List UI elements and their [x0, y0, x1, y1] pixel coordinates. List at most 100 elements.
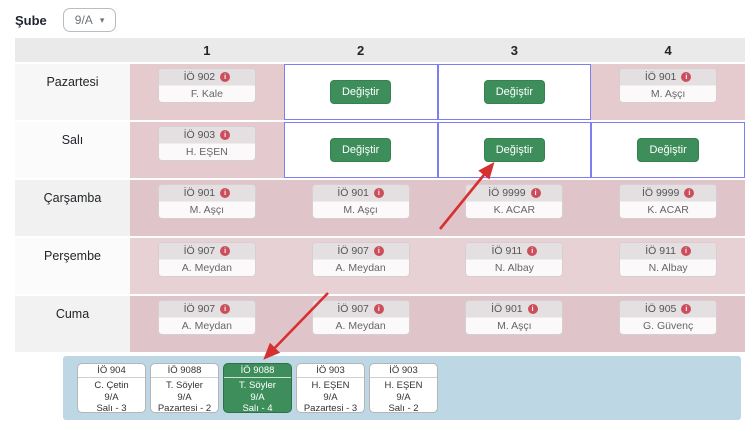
- lesson-code: İÖ 901: [337, 187, 369, 199]
- lesson-teacher: M. Aşçı: [497, 320, 532, 332]
- pool-card-teacher: H. EŞEN: [311, 380, 350, 391]
- info-icon[interactable]: i: [373, 188, 384, 198]
- sube-label: Şube: [15, 12, 47, 28]
- day-label: Perşembe: [15, 236, 130, 294]
- timetable-cell: İÖ 901 i M. Aşçı: [130, 178, 284, 236]
- lesson-card[interactable]: İÖ 901 i M. Aşçı: [157, 184, 256, 219]
- lesson-code: İÖ 9999: [488, 187, 526, 199]
- pool-card-slot: Salı - 3: [96, 403, 127, 413]
- pool-card-class: 9/A: [104, 391, 119, 403]
- info-icon[interactable]: i: [527, 246, 538, 256]
- info-icon[interactable]: i: [527, 304, 538, 314]
- lesson-card[interactable]: İÖ 907 i A. Meydan: [311, 300, 410, 335]
- info-icon[interactable]: i: [220, 246, 231, 256]
- pool-card-code: İÖ 903: [370, 364, 437, 378]
- pool-card-class: 9/A: [396, 391, 411, 403]
- change-button[interactable]: Değiştir: [329, 138, 392, 162]
- change-button[interactable]: Değiştir: [329, 80, 392, 104]
- sube-dropdown[interactable]: 9/A ▾: [62, 8, 117, 32]
- lesson-card[interactable]: İÖ 901 i M. Aşçı: [311, 184, 410, 219]
- pool-card-class: 9/A: [177, 391, 192, 403]
- info-icon[interactable]: i: [220, 130, 231, 140]
- sube-dropdown-value: 9/A: [74, 13, 93, 27]
- lesson-code-row: İÖ 9999 i: [466, 185, 563, 202]
- change-button[interactable]: Değiştir: [637, 138, 699, 162]
- lesson-code: İÖ 907: [183, 245, 216, 257]
- info-icon[interactable]: i: [684, 188, 695, 198]
- period-column-header: 3: [437, 38, 592, 62]
- lesson-code-row: İÖ 901 i: [158, 185, 255, 202]
- lesson-code-row: İÖ 907 i: [312, 301, 409, 318]
- pool-card-code: İÖ 904: [78, 364, 145, 378]
- lesson-teacher: M. Aşçı: [189, 204, 225, 216]
- empty-slot-cell: Değiştir: [437, 62, 592, 120]
- info-icon[interactable]: i: [681, 304, 692, 314]
- empty-slot-cell: Değiştir: [437, 120, 592, 178]
- info-icon[interactable]: i: [373, 246, 384, 256]
- info-icon[interactable]: i: [220, 188, 231, 198]
- info-icon[interactable]: i: [373, 304, 384, 314]
- lesson-teacher: G. Güvenç: [643, 320, 694, 332]
- info-icon[interactable]: i: [681, 72, 692, 82]
- pool-card-teacher: C. Çetin: [94, 380, 129, 391]
- lesson-code: İÖ 911: [491, 245, 523, 257]
- info-icon[interactable]: i: [530, 188, 541, 198]
- lesson-teacher: N. Albay: [648, 262, 688, 274]
- lesson-teacher: A. Meydan: [335, 320, 386, 332]
- pool-card-class: 9/A: [323, 391, 338, 403]
- lesson-code: İÖ 901: [183, 187, 216, 199]
- lesson-code-row: İÖ 907 i: [158, 243, 255, 260]
- period-column-header: 2: [283, 38, 438, 62]
- info-icon[interactable]: i: [220, 304, 231, 314]
- day-label: Salı: [15, 120, 130, 178]
- chevron-down-icon: ▾: [99, 14, 105, 25]
- info-icon[interactable]: i: [681, 246, 691, 256]
- lesson-code: İÖ 907: [337, 303, 369, 315]
- info-icon[interactable]: i: [220, 72, 231, 82]
- pool-card-slot: Pazartesi - 2: [157, 403, 212, 413]
- change-button[interactable]: Değiştir: [483, 138, 546, 162]
- lesson-card[interactable]: İÖ 901 i M. Aşçı: [465, 300, 564, 335]
- schedule-header-corner: [15, 38, 130, 62]
- empty-slot-cell: Değiştir: [283, 120, 438, 178]
- pool-card-code: İÖ 9088: [224, 364, 291, 378]
- empty-slot-cell: Değiştir: [591, 120, 745, 178]
- lesson-teacher: M. Aşçı: [650, 88, 686, 100]
- day-label: Çarşamba: [15, 178, 130, 236]
- change-button[interactable]: Değiştir: [483, 80, 546, 104]
- lesson-teacher: M. Aşçı: [343, 204, 378, 216]
- period-column-header: 1: [130, 38, 284, 62]
- pool-card-code: İÖ 9088: [151, 364, 218, 378]
- lesson-code: İÖ 901: [491, 303, 523, 315]
- pool-card-slot: Pazartesi - 3: [303, 403, 358, 413]
